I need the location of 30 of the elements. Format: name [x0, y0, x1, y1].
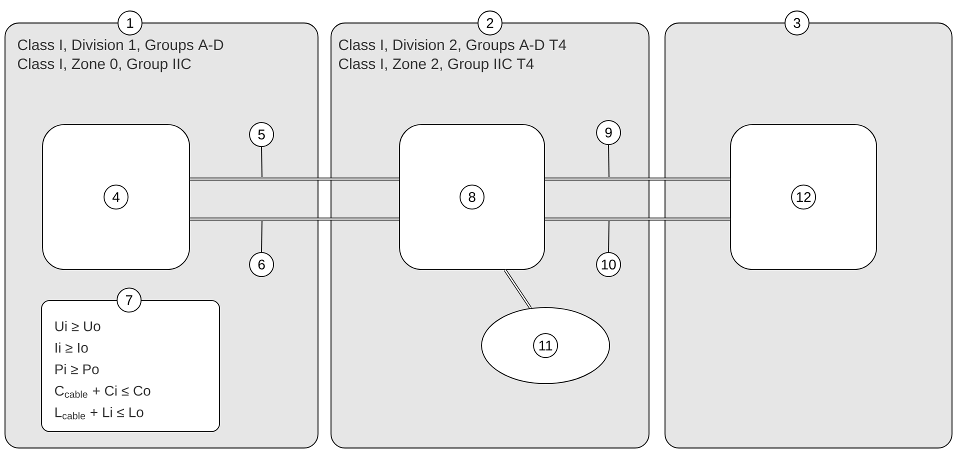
zone-label: Class I, Division 1, Groups A-D	[18, 39, 224, 54]
zone-label: Class I, Zone 0, Group IIC	[18, 58, 191, 72]
callout-number: 5	[249, 122, 274, 147]
callout-number: 2	[478, 10, 502, 36]
formula-line: L$_{cable}$ + Li ≤ Lo	[55, 406, 144, 420]
callout-number: 4	[104, 184, 128, 210]
zone-label: Class I, Zone 2, Group IIC T4	[338, 58, 534, 72]
callout-number: 9	[596, 120, 621, 145]
callout-number: 7	[116, 288, 142, 313]
callout-number: 6	[249, 252, 274, 277]
leader-line	[261, 146, 262, 178]
callout-number: 3	[784, 10, 810, 36]
leader-line	[608, 220, 610, 253]
callout-number: 8	[460, 184, 484, 210]
cable	[190, 178, 400, 180]
cable	[545, 178, 730, 180]
formula-line: Ii ≥ Io	[56, 342, 88, 353]
callout-number: 11	[533, 333, 558, 358]
leader-line	[608, 144, 610, 178]
cable	[504, 269, 532, 309]
callout-number: 10	[596, 252, 621, 277]
formula-line: Ui ≥ Uo	[55, 320, 100, 332]
callout-number: 12	[791, 184, 816, 210]
cable	[545, 218, 730, 220]
callout-number: 1	[118, 10, 142, 36]
zone-label: Class I, Division 2, Groups A-D T4	[338, 39, 566, 54]
formula-line: C$_{cable}$ + Ci ≤ Co	[55, 385, 150, 398]
formula-line: Pi ≥ Po	[55, 364, 99, 374]
leader-line	[261, 220, 262, 253]
cable	[190, 218, 400, 220]
